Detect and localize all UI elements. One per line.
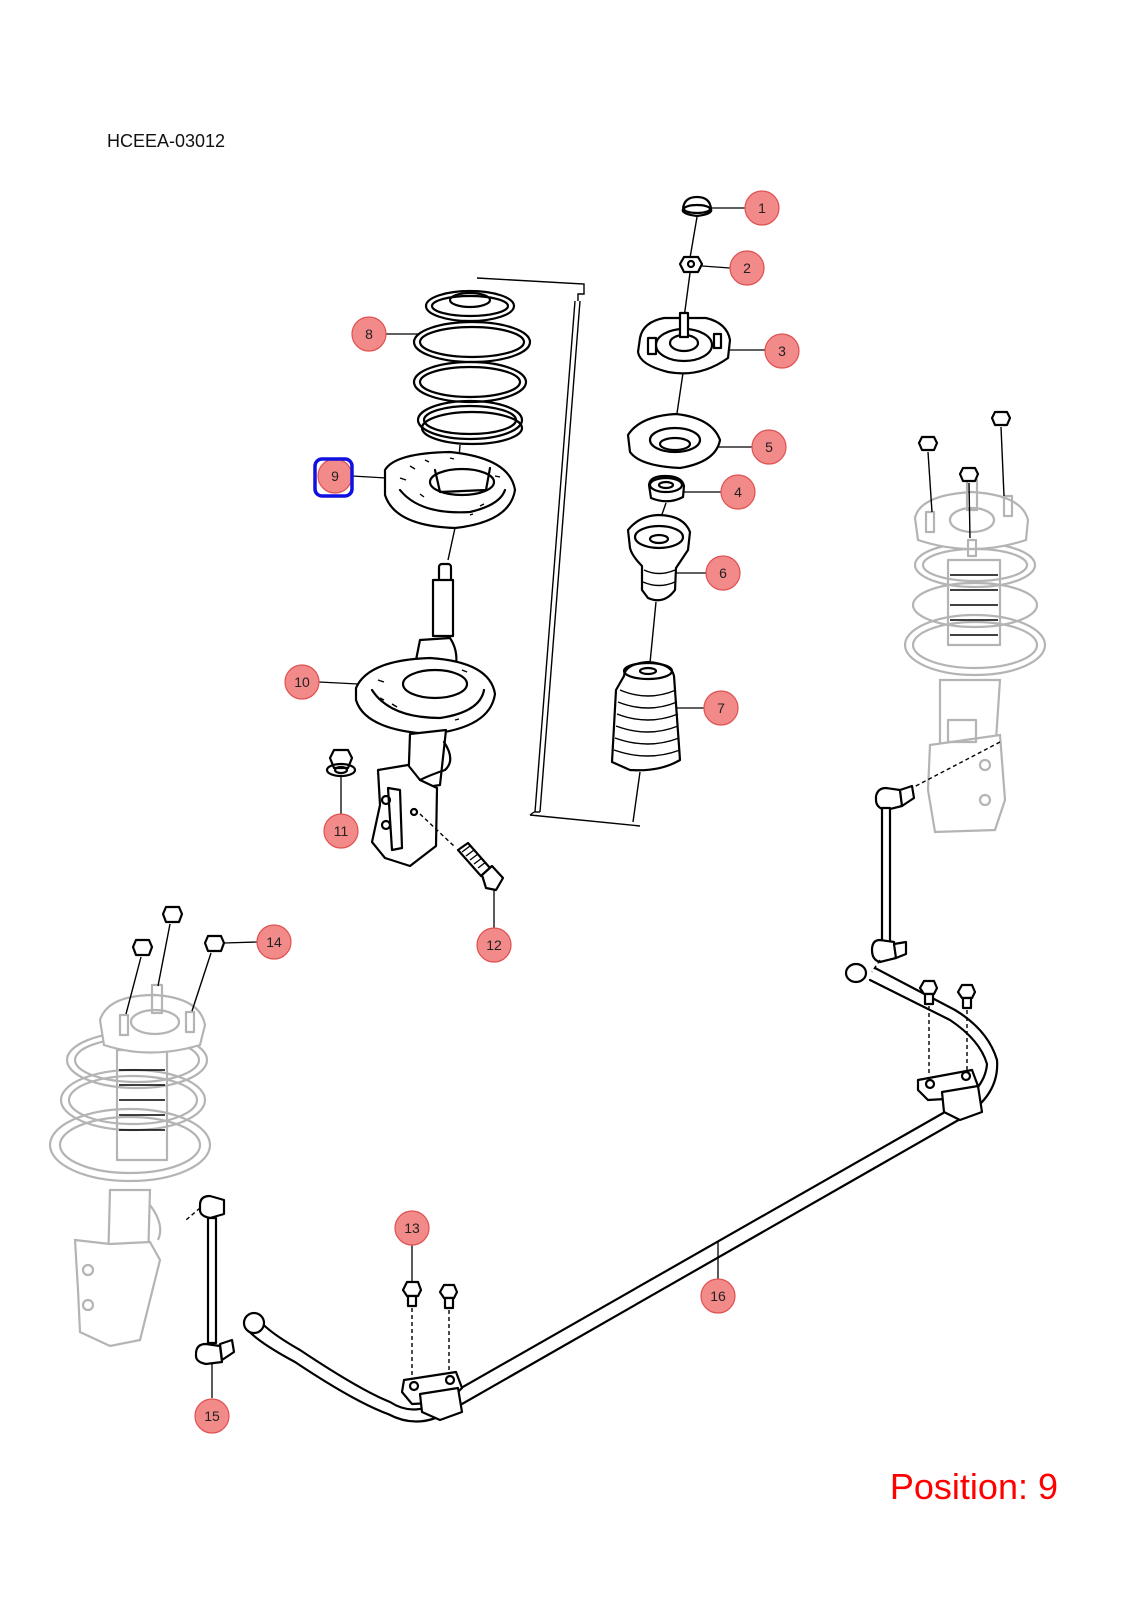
callout-7[interactable]: 7 [703,690,739,726]
callout-1[interactable]: 1 [744,190,780,226]
assembly-bracket [476,277,641,827]
svg-text:7: 7 [717,700,725,716]
part-1-cap[interactable] [681,195,713,218]
svg-text:13: 13 [404,1220,420,1236]
part-16-stabilizer-bar[interactable] [242,962,999,1423]
callout-2[interactable]: 2 [729,250,765,286]
svg-text:8: 8 [365,326,373,342]
right-clamp-bolts [918,979,977,1076]
part-6-bump-stop[interactable] [626,513,692,602]
selected-callout-highlight [313,457,354,498]
svg-text:15: 15 [204,1408,220,1424]
svg-text:16: 16 [710,1288,726,1304]
stabilizer-link-right [870,741,1001,973]
part-5-bearing-plate[interactable] [626,412,722,470]
callout-4[interactable]: 4 [720,474,756,510]
reference-strut-right [903,478,1047,834]
left-mount-nuts [125,905,226,1015]
callout-15[interactable]: 15 [194,1398,230,1434]
right-mount-nuts [917,410,1012,539]
callout-10[interactable]: 10 [284,664,320,700]
part-13-clamp-bolts[interactable] [401,1280,459,1380]
diagram-code: HCEEA-03012 [107,131,226,151]
svg-text:2: 2 [743,260,751,276]
svg-text:10: 10 [294,674,310,690]
callout-9[interactable]: 9 [317,458,353,494]
svg-text:11: 11 [334,823,349,839]
callout-11[interactable]: 11 [323,813,359,849]
callout-12[interactable]: 12 [476,927,512,963]
callout-5[interactable]: 5 [751,429,787,465]
leader-lines [223,207,765,1280]
part-11-flange-nut[interactable] [325,748,357,778]
part-3-strut-mount[interactable] [636,311,732,375]
part-9-spring-seat[interactable] [383,450,517,530]
part-12-bolt[interactable] [419,813,505,892]
svg-text:9: 9 [331,468,339,484]
svg-text:14: 14 [266,934,282,950]
part-7-dust-boot[interactable] [610,660,682,772]
svg-text:12: 12 [486,937,502,953]
part-2-nut[interactable] [678,255,704,274]
callout-6[interactable]: 6 [705,555,741,591]
callout-16[interactable]: 16 [700,1278,736,1314]
part-10-strut-assembly[interactable] [354,562,497,868]
part-8-coil-spring[interactable] [412,289,532,446]
svg-text:1: 1 [758,200,766,216]
svg-text:4: 4 [734,484,742,500]
svg-text:6: 6 [719,565,727,581]
part-4-bushing[interactable] [647,474,686,503]
callout-8[interactable]: 8 [351,316,387,352]
callout-3[interactable]: 3 [764,333,800,369]
reference-strut-left [48,983,212,1348]
callout-13[interactable]: 13 [394,1210,430,1246]
svg-text:5: 5 [765,439,773,455]
callout-14[interactable]: 14 [256,924,292,960]
position-indicator: Position: 9 [889,1466,1058,1507]
part-15-stabilizer-link[interactable] [185,1194,236,1366]
svg-text:3: 3 [778,343,786,359]
